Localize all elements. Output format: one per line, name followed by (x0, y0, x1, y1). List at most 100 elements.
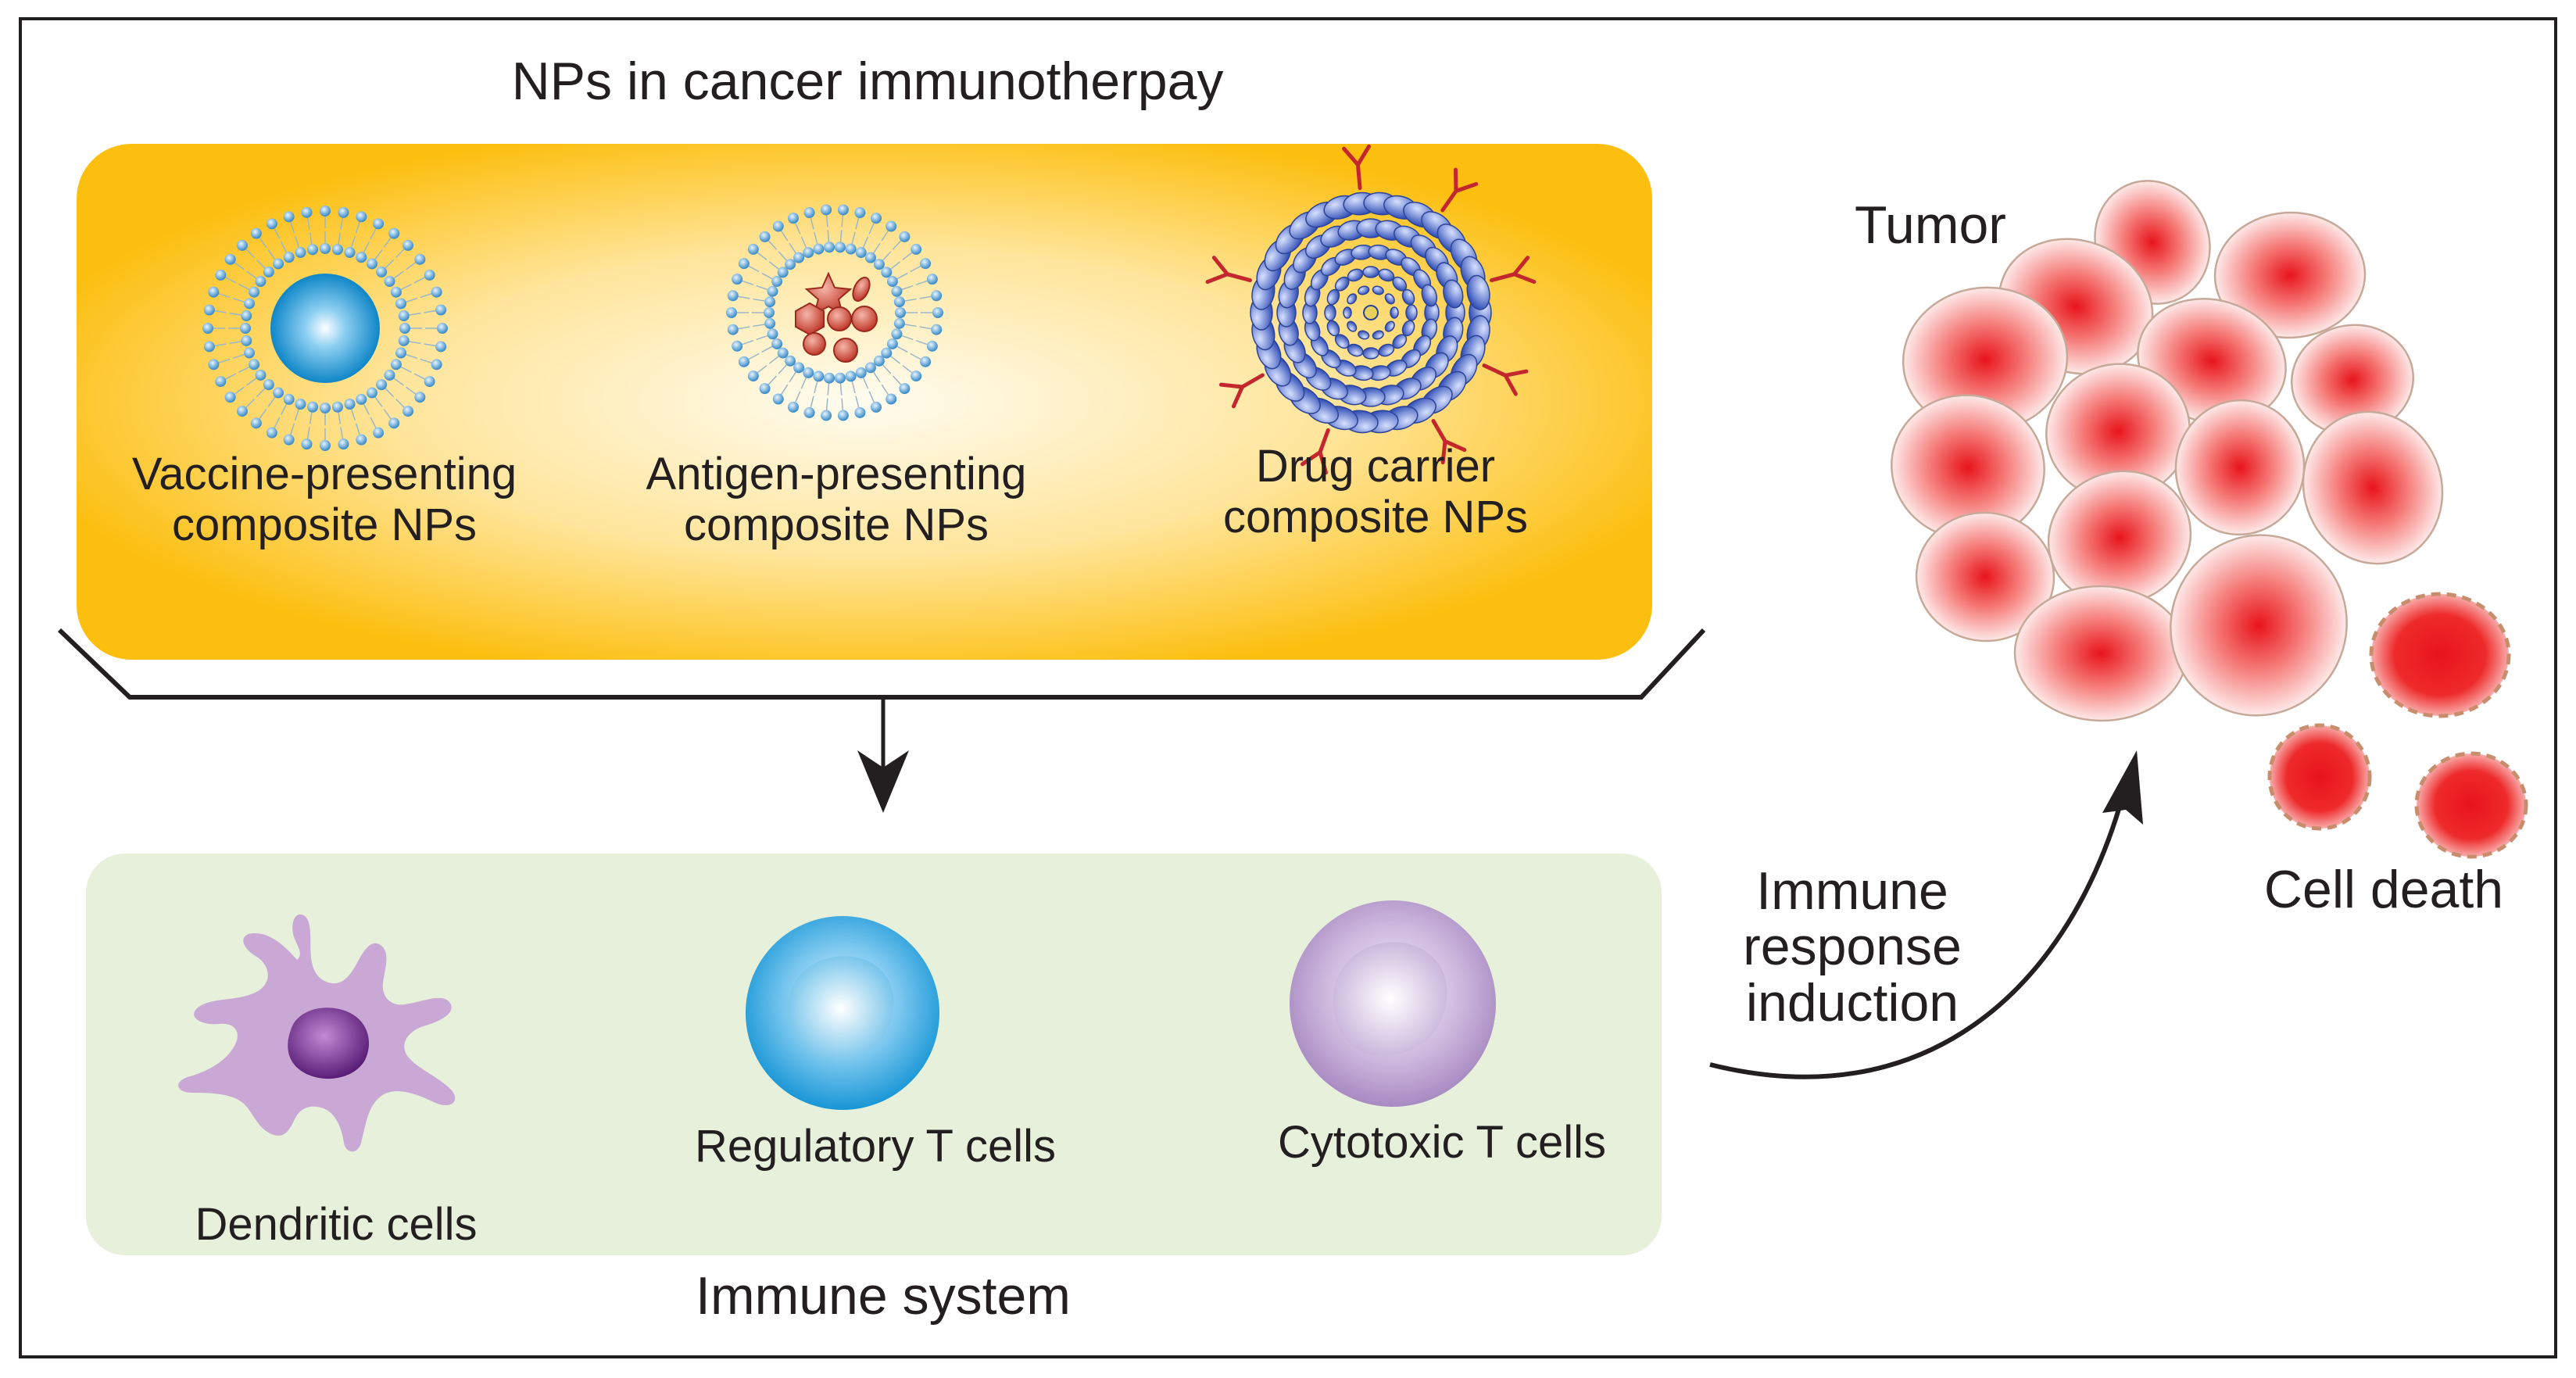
antigen-lipid-head (813, 370, 824, 381)
antigen-lipid-head (778, 348, 789, 359)
immune-response-induction-label: Immune response induction (1665, 864, 2040, 1031)
induction-line2: response (1665, 919, 2040, 975)
figure-title: NPs in cancer immunotherpay (406, 52, 1329, 111)
antigen-lipid-head (764, 318, 775, 329)
antigen-lipid-head (881, 267, 892, 277)
immune-system-title: Immune system (586, 1266, 1180, 1326)
vaccine-lipid-head (391, 359, 402, 370)
antigen-np-label-line2: composite NPs (594, 500, 1079, 551)
antigen-lipid-head (728, 324, 739, 335)
vaccine-lipid-head (215, 270, 226, 281)
vaccine-lipid-head (399, 323, 410, 334)
immune-induction-arrow-head (2102, 750, 2143, 825)
antigen-lipid-head (821, 204, 832, 215)
antigen-lipid-head (793, 252, 804, 263)
vaccine-lipid-head (241, 310, 252, 321)
antigen-lipid-head (793, 362, 804, 373)
antigen-lipid-head (920, 356, 931, 367)
tumor-label: Tumor (1790, 195, 2071, 255)
antigen-lipid-head (886, 394, 896, 405)
antigen-np-label: Antigen-presenting composite NPs (594, 449, 1079, 551)
antigen-lipid-head (760, 383, 771, 394)
antigen-lipid-head (911, 244, 921, 255)
antigen-lipid-head (874, 356, 885, 367)
antigen-lipid-head (887, 338, 898, 349)
drug-carrier-center (1364, 306, 1378, 320)
antigen-lipid-head (931, 290, 942, 301)
antigen-lipid-head (767, 286, 778, 297)
vaccine-lipid-head (208, 359, 219, 370)
vaccine-lipid-head (332, 402, 343, 413)
vaccine-lipid-head (284, 211, 295, 222)
antigen-lipid-head (803, 367, 814, 378)
dead-cell-3 (2417, 753, 2526, 857)
vaccine-lipid-head (267, 428, 277, 438)
antigen-lipid-head (891, 328, 902, 339)
antibody-arm (1221, 385, 1242, 387)
cytotoxic-t-cell-icon (1290, 900, 1496, 1107)
vaccine-lipid-head (267, 218, 277, 229)
vaccine-lipid-head (302, 207, 313, 218)
antigen-lipid-head (886, 220, 896, 231)
antigen-lipid-head (804, 407, 815, 418)
vaccine-lipid-head (255, 276, 266, 287)
vaccine-lipid-head (263, 379, 274, 390)
antigen-lipid-head (911, 370, 921, 381)
antigen-lipid-head (835, 373, 846, 384)
vaccine-lipid-head (208, 287, 219, 298)
antigen-lipid-head (871, 402, 882, 413)
vaccine-lipid-head (320, 206, 331, 217)
vaccine-lipid-head (399, 310, 410, 321)
antigen-lipid-head (920, 258, 931, 269)
vaccine-lipid-head (376, 379, 387, 390)
vaccine-lipid-head (395, 348, 406, 359)
drug-carrier-body (1250, 191, 1493, 435)
vaccine-lipid-head (332, 244, 343, 255)
antigen-lipid-head (887, 276, 898, 287)
dendritic-cells-label: Dendritic cells (125, 1200, 547, 1251)
antigen-lipid-head (804, 207, 815, 218)
antigen-lipid-head (813, 244, 824, 255)
antigen-np-label-line1: Antigen-presenting (594, 449, 1079, 500)
antigen-lipid-head (728, 290, 739, 301)
vaccine-lipid-head (388, 417, 399, 428)
vaccine-lipid-head (437, 323, 448, 334)
vaccine-np-core (270, 274, 380, 383)
antigen-lipid-head (854, 207, 865, 218)
antigen-lipid-head (788, 402, 799, 413)
antigen-lipid-head (932, 307, 943, 318)
vaccine-np-label-line1: Vaccine-presenting (78, 449, 571, 500)
antigen-lipid-head (773, 394, 784, 405)
antigen-lipid-head (899, 383, 910, 394)
vaccine-lipid-head (273, 388, 284, 399)
vaccine-lipid-head (414, 392, 425, 403)
antigen-lipid-head (899, 231, 910, 242)
antigen-lipid-head (894, 296, 905, 307)
antigen-lipid-head (785, 259, 796, 270)
drug-carrier-bead (1390, 307, 1398, 318)
vaccine-lipid-head (249, 359, 259, 370)
antigen-lipid-head (771, 338, 782, 349)
vaccine-lipid-head (284, 252, 295, 263)
antigen-lipid-head (838, 204, 849, 215)
antigen-lipid-head (838, 410, 849, 421)
regulatory-t-cell-icon (746, 916, 939, 1110)
vaccine-lipid-head (356, 394, 367, 405)
antigen-lipid-head (803, 247, 814, 258)
vaccine-lipid-head (414, 254, 425, 265)
vaccine-lipid-head (307, 244, 318, 255)
vaccine-lipid-head (273, 258, 284, 269)
antigen-lipid-head (764, 307, 775, 318)
antigen-hexagon (796, 303, 824, 335)
antibody-stem (1358, 165, 1360, 188)
vaccine-lipid-head (237, 406, 248, 417)
vaccine-lipid-head (237, 240, 248, 251)
antigen-lipid-head (931, 324, 942, 335)
vaccine-lipid-head (356, 211, 367, 222)
antigen-disc-3 (803, 333, 825, 355)
vaccine-lipid-head (402, 406, 413, 417)
antigen-lipid-head (824, 242, 835, 252)
vaccine-lipid-head (263, 267, 274, 277)
antigen-lipid-head (739, 356, 750, 367)
vaccine-lipid-head (402, 240, 413, 251)
